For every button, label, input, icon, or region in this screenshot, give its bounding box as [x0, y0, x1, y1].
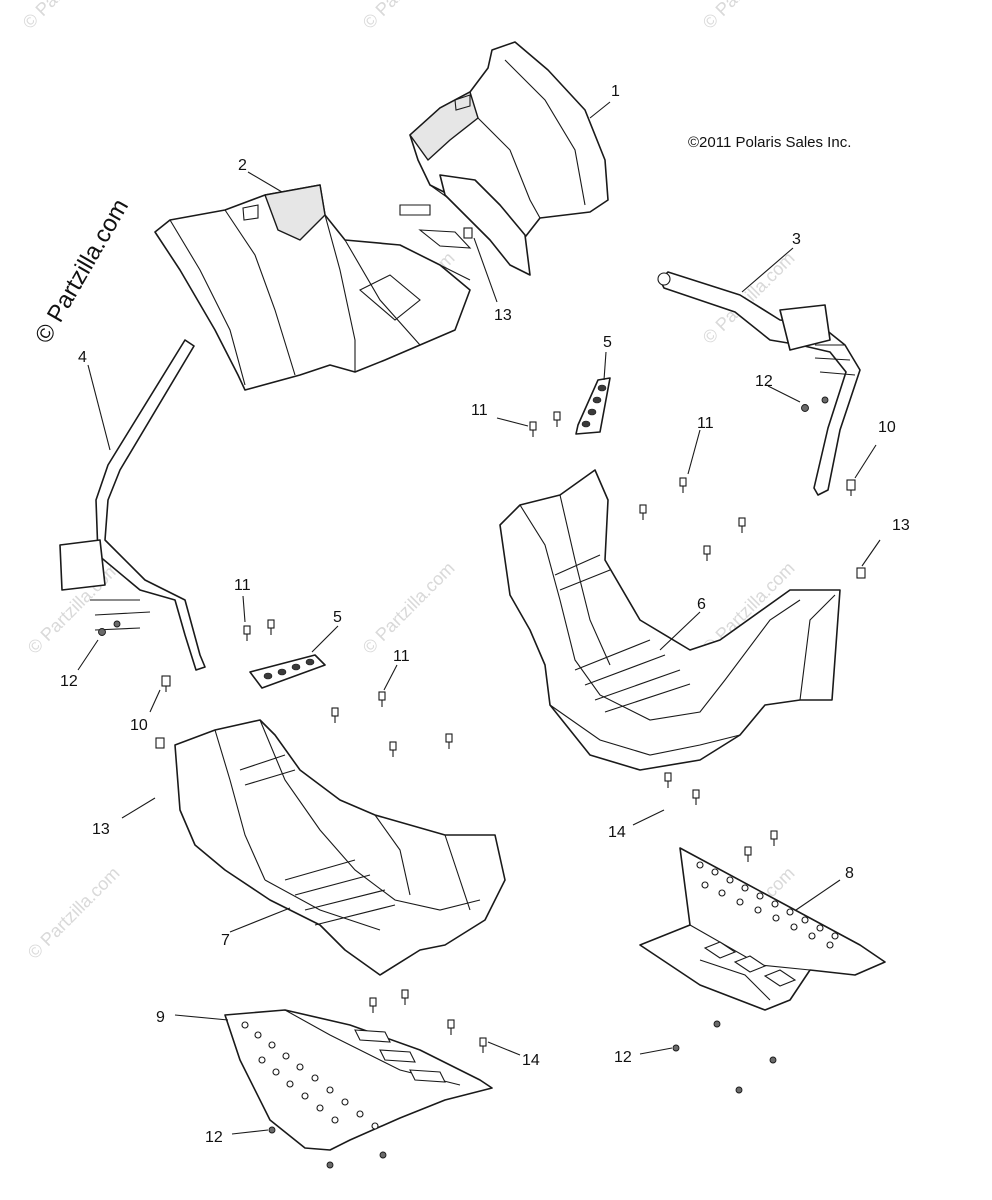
watermark-text: © Partzilla.com	[359, 0, 459, 33]
footwell-ridges	[554, 554, 691, 713]
watermark-text: © Partzilla.com	[699, 0, 799, 33]
screw-icon	[703, 545, 711, 561]
bolt-icon	[770, 830, 778, 846]
clip-icon	[856, 567, 866, 579]
callout-9: 9	[156, 1009, 165, 1026]
footwell-left-part	[174, 719, 506, 976]
callout-1: 1	[611, 83, 620, 100]
callout-13: 13	[892, 517, 910, 534]
nut-icon	[98, 628, 106, 636]
bolt-icon	[692, 789, 700, 805]
callout-11: 11	[234, 577, 251, 594]
screw-icon	[553, 411, 561, 427]
callout-11: 11	[697, 415, 714, 432]
footrest-holes	[696, 861, 839, 949]
footrest-slots	[354, 1029, 446, 1083]
nut-icon	[801, 404, 809, 412]
callout-12: 12	[60, 673, 78, 690]
screw-icon	[639, 504, 647, 520]
callout-4: 4	[78, 349, 87, 366]
nut-icon	[672, 1044, 680, 1052]
support-bracket-left-part	[59, 339, 206, 671]
callout-14: 14	[522, 1052, 540, 1069]
callout-12: 12	[755, 373, 773, 390]
footrest-right-part	[639, 847, 886, 1011]
screw-icon	[378, 691, 386, 707]
screw-icon	[389, 741, 397, 757]
leader-lines	[77, 101, 881, 1135]
front-fender-left-part	[154, 184, 471, 391]
nut-icon	[821, 396, 829, 404]
nut-icon	[713, 1020, 721, 1028]
nut-icon	[113, 620, 121, 628]
nut-icon	[268, 1126, 276, 1134]
watermark-text: © Partzilla.com	[24, 863, 124, 963]
front-fender-right-part	[399, 41, 609, 276]
watermark-text: © Partzilla.com	[19, 0, 119, 33]
screw-icon	[445, 733, 453, 749]
bolt-icon	[479, 1037, 487, 1053]
bolt-icon	[744, 846, 752, 862]
partzilla-watermark: © Partzilla.com	[30, 194, 134, 348]
callout-3: 3	[792, 231, 801, 248]
grip-marks	[581, 384, 607, 428]
callout-5: 5	[603, 334, 612, 351]
footrest-left-part	[224, 1009, 493, 1151]
nut-icon	[326, 1161, 334, 1169]
callout-10: 10	[130, 717, 148, 734]
screw-icon	[529, 421, 537, 437]
callout-5: 5	[333, 609, 342, 626]
callout-11: 11	[471, 402, 488, 419]
bumper-pad-part	[249, 377, 611, 689]
callout-14: 14	[608, 824, 626, 841]
fasteners	[98, 227, 866, 1169]
nut-icon	[379, 1151, 387, 1159]
callout-12: 12	[205, 1129, 223, 1146]
clip-icon	[463, 227, 473, 239]
footrest-slots	[703, 941, 797, 987]
callout-12: 12	[614, 1049, 632, 1066]
callout-labels: 1 2 3 4 5 5 6 7 8 9 10 10 11 11 11 11 12…	[60, 83, 910, 1146]
nut-icon	[769, 1056, 777, 1064]
copyright-text: ©2011 Polaris Sales Inc.	[688, 134, 851, 151]
nut-icon	[735, 1086, 743, 1094]
screw-icon	[243, 625, 251, 641]
rivet-icon	[161, 675, 171, 692]
grip-marks	[263, 658, 315, 680]
callout-13: 13	[92, 821, 110, 838]
callout-11: 11	[393, 648, 410, 665]
callout-6: 6	[697, 596, 706, 613]
screw-icon	[738, 517, 746, 533]
footwell-right-part	[499, 469, 841, 771]
bolt-icon	[664, 772, 672, 788]
callout-7: 7	[221, 932, 230, 949]
callout-10: 10	[878, 419, 896, 436]
screw-icon	[267, 619, 275, 635]
screw-icon	[331, 707, 339, 723]
clip-icon	[155, 737, 165, 749]
bolt-icon	[447, 1019, 455, 1035]
callout-13: 13	[494, 307, 512, 324]
screw-icon	[679, 477, 687, 493]
bolt-icon	[401, 989, 409, 1005]
watermark-text: © Partzilla.com	[359, 558, 459, 658]
callout-2: 2	[238, 157, 247, 174]
callout-8: 8	[845, 865, 854, 882]
support-bracket-right-part	[657, 271, 861, 496]
footwell-ridges	[239, 754, 396, 926]
rivet-icon	[846, 479, 856, 496]
bolt-icon	[369, 997, 377, 1013]
footrest-holes	[241, 1021, 379, 1130]
